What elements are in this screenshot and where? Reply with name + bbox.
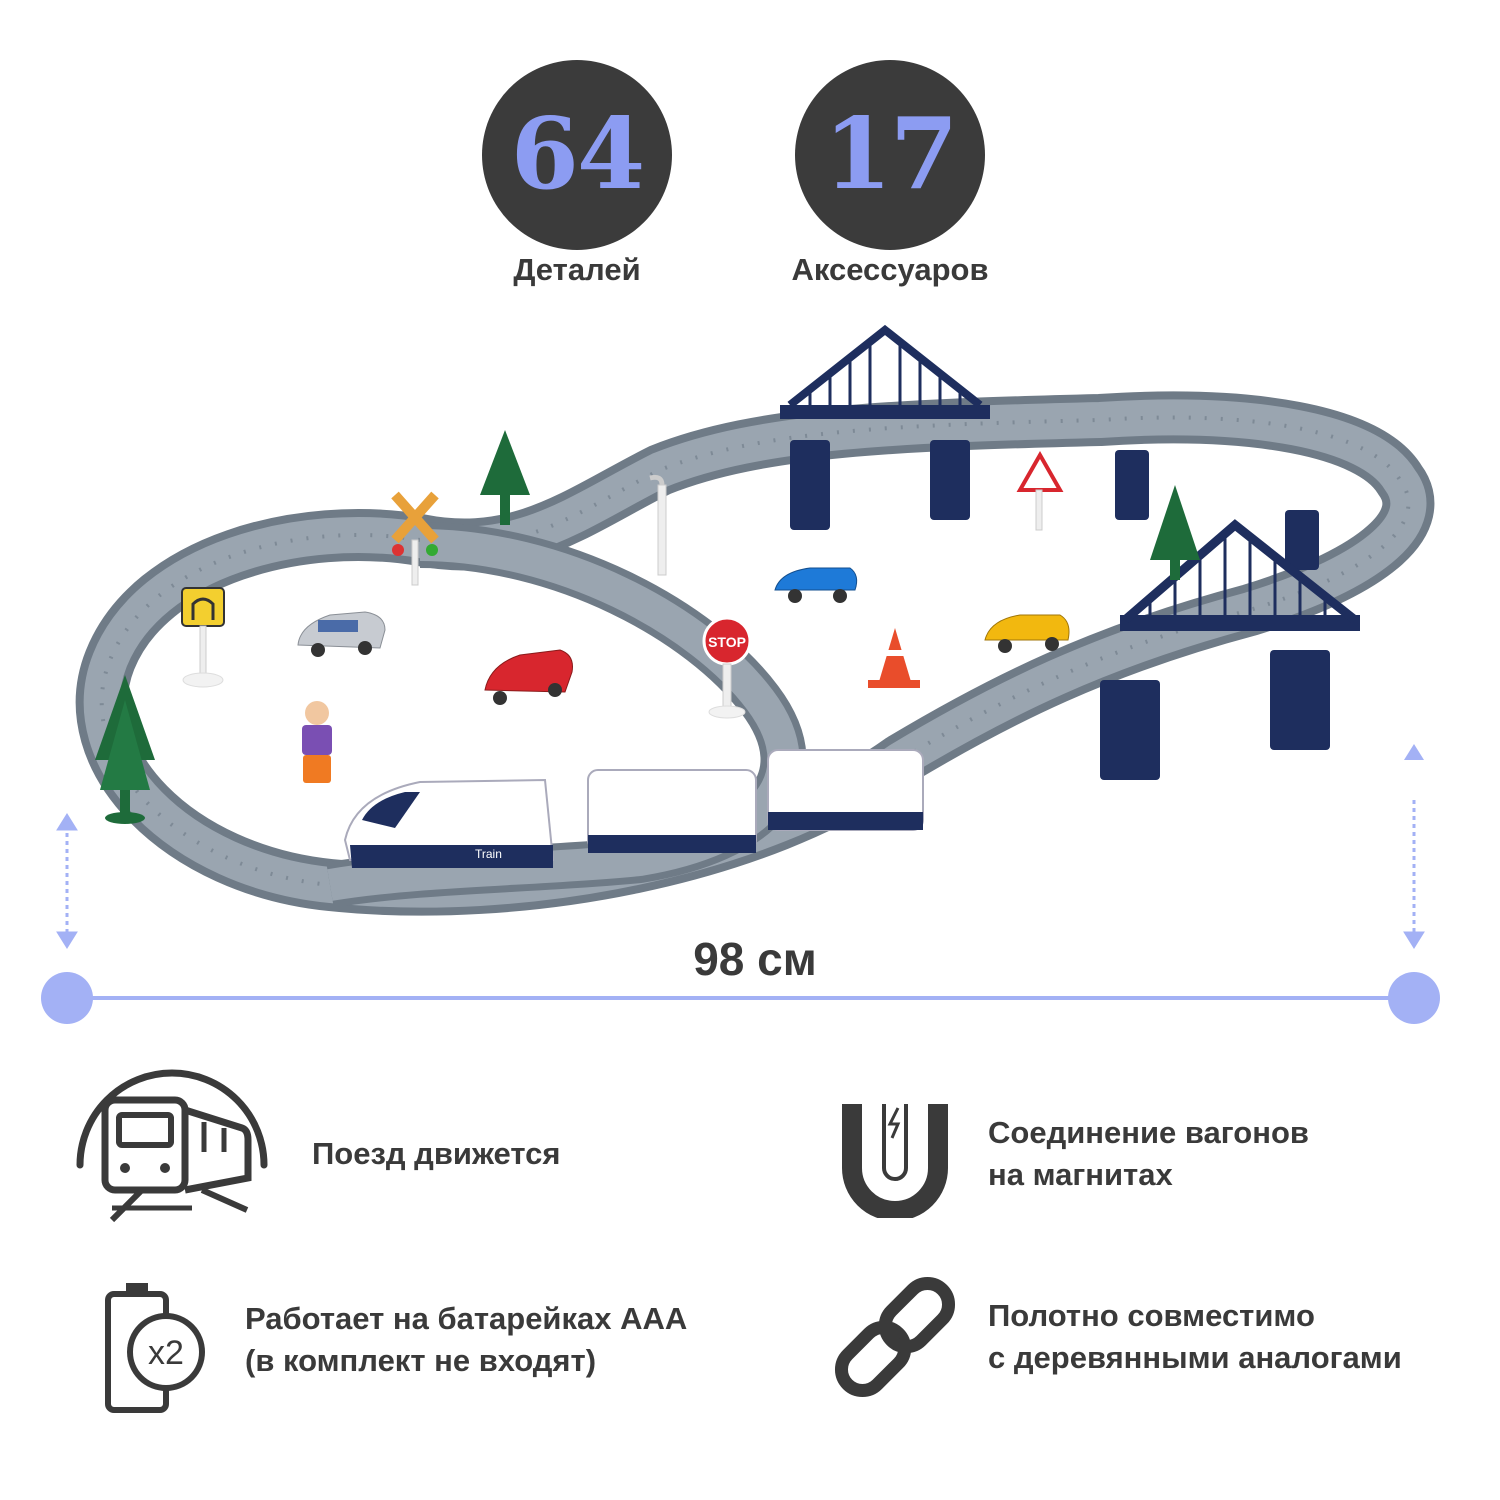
battery-badge: x2: [148, 1334, 184, 1372]
traffic-cone: [868, 628, 920, 688]
dimension-indicator: [41, 800, 1440, 1024]
bridge-back: [780, 324, 1319, 570]
car-blue: [774, 567, 858, 603]
feature-battery: Работает на батарейках AAA (в комплект н…: [245, 1298, 687, 1382]
tunnel-sign: [181, 587, 225, 688]
battery-x2-icon: x2: [105, 1283, 205, 1413]
toy-figure: [302, 701, 332, 783]
car-red: [484, 649, 573, 705]
height-arrow-left: [56, 813, 78, 949]
tree-back: [480, 430, 530, 525]
magnet-icon: [842, 1104, 948, 1218]
width-endpoint-right: [1388, 972, 1440, 1024]
street-lamp: [649, 474, 667, 576]
bridge-front: [1100, 519, 1360, 780]
feature-text-line: Соединение вагонов: [988, 1115, 1309, 1150]
stat-label-details: Деталей: [513, 252, 641, 287]
warning-sign: [1016, 450, 1064, 531]
dimension-label: 98 см: [693, 933, 817, 985]
feature-magnetic-coupling: Соединение вагонов на магнитах: [988, 1112, 1309, 1196]
car-yellow: [984, 614, 1070, 653]
train: Train: [343, 749, 924, 868]
car-silver: [297, 611, 386, 657]
tree-right: [1150, 485, 1200, 580]
stat-number-accessories: 17: [823, 97, 958, 212]
feature-text-line: на магнитах: [988, 1157, 1173, 1192]
height-arrow-right-top: [1404, 744, 1424, 760]
feature-text-line: (в комплект не входят): [245, 1343, 597, 1378]
railroad-crossing-sign: [391, 491, 439, 586]
feature-text-line: Работает на батарейках AAA: [245, 1301, 688, 1336]
feature-text-line: Поезд движется: [312, 1136, 561, 1171]
stat-circle-details: 64: [482, 60, 672, 250]
tree-left: [95, 675, 155, 824]
train-tunnel-icon: [76, 1069, 268, 1223]
stat-label-accessories: Аксессуаров: [791, 252, 989, 287]
feature-train-moves: Поезд движется: [312, 1133, 560, 1175]
feature-text-line: с деревянными аналогами: [988, 1340, 1402, 1375]
height-arrow-right: [1403, 800, 1425, 949]
chain-link-icon: [834, 1276, 956, 1398]
train-label: Train: [475, 847, 502, 861]
stop-sign: STOP: [702, 616, 752, 719]
feature-compatibility: Полотно совместимо с деревянными аналога…: [988, 1295, 1402, 1379]
railway-set-illustration: STOP Train: [75, 324, 1435, 916]
width-endpoint-left: [41, 972, 93, 1024]
stat-number-details: 64: [510, 97, 645, 212]
stop-sign-text: STOP: [708, 634, 746, 650]
feature-text-line: Полотно совместимо: [988, 1298, 1315, 1333]
stat-circle-accessories: 17: [795, 60, 985, 250]
